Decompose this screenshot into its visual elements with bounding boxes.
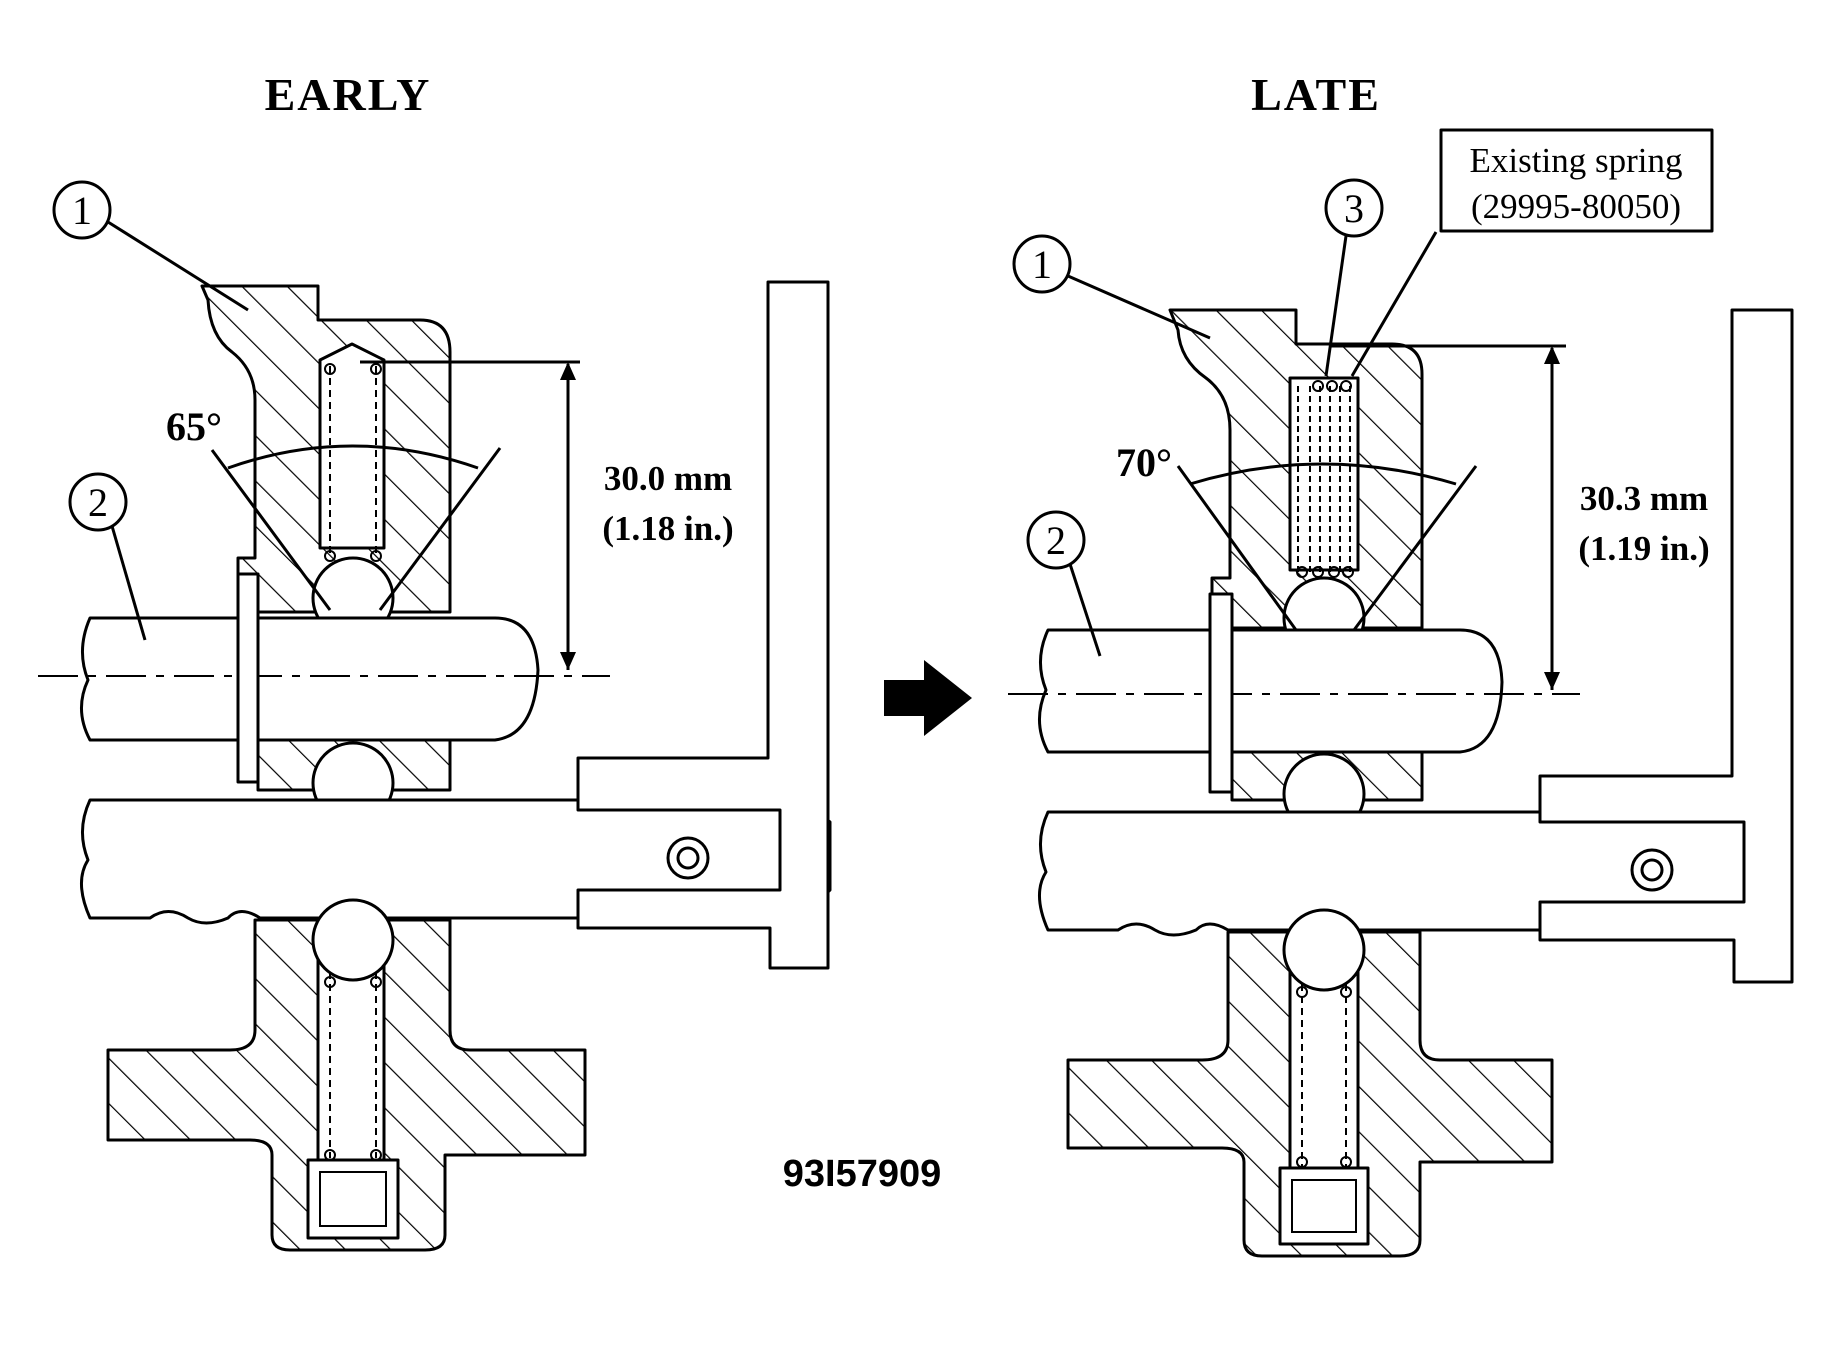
early-upper-spring <box>324 363 382 562</box>
early-lower-ball <box>311 898 395 982</box>
early-callout-1: 1 <box>72 188 92 233</box>
late-callout-3-circle <box>1324 178 1384 238</box>
spring-note-line1: Existing spring <box>1470 141 1683 180</box>
late-callout-1-circle <box>1012 234 1072 294</box>
early-dim-in: (1.18 in.) <box>602 509 733 548</box>
spring-note-box <box>1439 128 1714 233</box>
early-rod-collar <box>236 572 260 784</box>
late-fork-plate <box>1538 308 1794 984</box>
early-callout-1-circle <box>52 180 112 240</box>
late-plug-inner <box>1291 1179 1357 1233</box>
early-shift-rod <box>79 616 540 742</box>
late-upper-spring <box>1296 380 1354 578</box>
late-lower-spring <box>1296 972 1352 1168</box>
late-callout-3-leader <box>1324 235 1348 377</box>
early-callout-2-leader <box>110 525 147 641</box>
early-callout-2: 2 <box>88 480 108 525</box>
early-panel: EARLY <box>38 69 832 1252</box>
spring-note-line2: (29995-80050) <box>1471 187 1681 226</box>
figure-code: 93I57909 <box>783 1153 942 1195</box>
early-fork-plate <box>576 280 830 970</box>
right-arrow-icon <box>884 660 972 736</box>
early-dim-mm: 30.0 mm <box>604 459 732 498</box>
early-shaft-pin-inner <box>676 846 700 870</box>
late-angle-arc <box>1189 462 1457 486</box>
late-dim-mm: 30.3 mm <box>1580 479 1708 518</box>
early-callout-1-leader <box>107 220 249 312</box>
late-shaft-pin-inner <box>1640 858 1664 882</box>
late-callout-1-leader <box>1067 274 1211 340</box>
early-angle-line-left <box>210 449 332 611</box>
early-angle-line-right <box>378 447 502 611</box>
late-callout-1: 1 <box>1032 242 1052 287</box>
early-angle-arc <box>227 444 479 470</box>
early-shaft-pin-outer <box>666 836 710 880</box>
late-shaft-pin-outer <box>1630 848 1674 892</box>
late-callout-2: 2 <box>1046 518 1066 563</box>
late-lower-ball <box>1282 908 1366 992</box>
late-panel: LATE Existing spring (29995-80050) <box>1008 69 1794 1258</box>
late-callout-3: 3 <box>1344 186 1364 231</box>
early-callout-2-circle <box>68 472 128 532</box>
early-plug <box>306 1158 400 1240</box>
early-angle-label: 65° <box>166 404 222 449</box>
late-callout-2-circle <box>1026 510 1086 570</box>
late-upper-bore <box>1288 376 1360 572</box>
late-heading: LATE <box>1251 69 1381 120</box>
early-plug-inner <box>319 1171 387 1227</box>
late-plug <box>1278 1166 1370 1246</box>
early-heading: EARLY <box>265 69 432 120</box>
late-angle-line-right <box>1352 465 1478 631</box>
late-shift-rod <box>1037 628 1504 754</box>
late-rod-collar <box>1208 592 1234 794</box>
late-angle-label: 70° <box>1116 440 1172 485</box>
late-callout-2-leader <box>1068 563 1102 657</box>
late-dim-in: (1.19 in.) <box>1578 529 1709 568</box>
late-angle-line-left <box>1176 465 1298 631</box>
